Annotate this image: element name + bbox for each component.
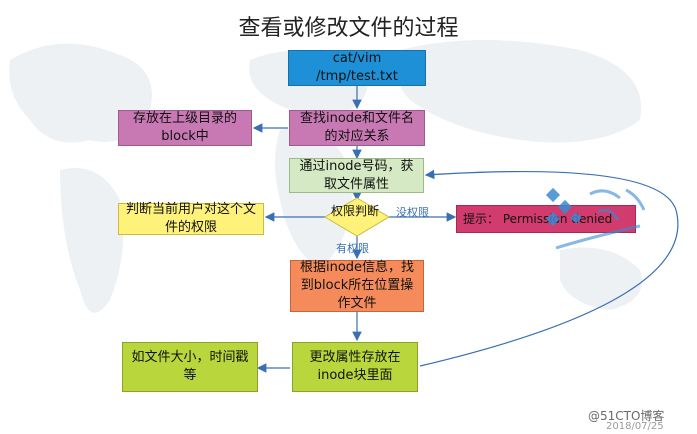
site-watermark: @51CTO博客 (588, 409, 665, 423)
diagram-title: 查看或修改文件的过程 (238, 16, 459, 41)
permission-decision-label: 权限判断 (330, 204, 379, 218)
watermark-logo (540, 176, 655, 266)
update-attributes-box: 更改属性存放在inode块里面 (292, 342, 418, 392)
no-permission-label: 没权限 (396, 206, 429, 219)
has-permission-label: 有权限 (336, 242, 369, 255)
date-watermark: 2018/07/25 (606, 421, 664, 432)
get-attributes-box: 通过inode号码，获取文件属性 (289, 158, 424, 193)
find-block-box: 根据inode信息，找到block所在位置操作文件 (290, 260, 424, 312)
start-command-box: cat/vim /tmp/test.txt (288, 50, 426, 86)
decision-diamond (324, 197, 390, 237)
example-attributes-box: 如文件大小，时间戳等 (122, 342, 258, 392)
find-inode-box: 查找inode和文件名的对应关系 (289, 110, 425, 146)
judge-permission-box: 判断当前用户对这个文件的权限 (118, 202, 264, 235)
parent-block-box: 存放在上级目录的block中 (118, 110, 252, 146)
